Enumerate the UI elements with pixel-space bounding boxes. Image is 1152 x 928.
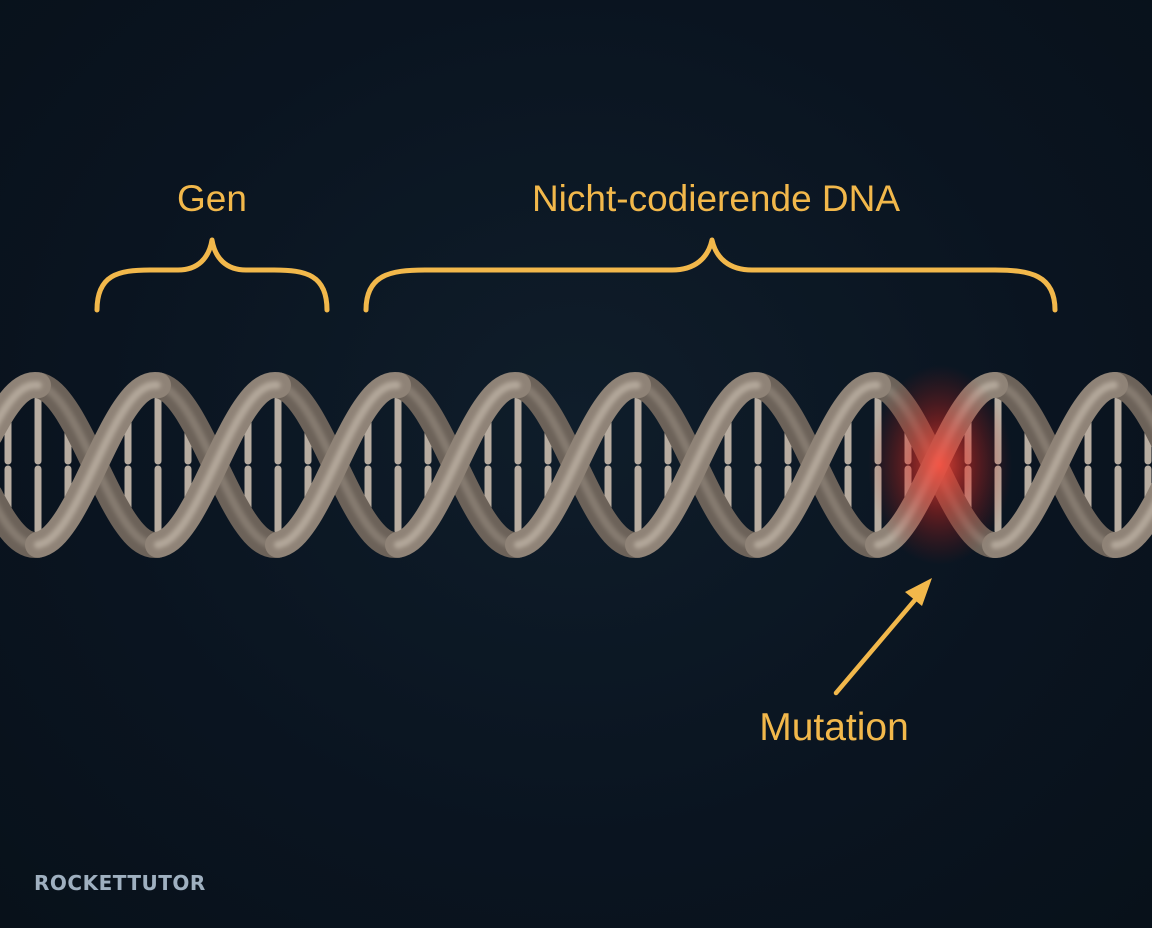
backbone-texture xyxy=(394,380,522,549)
backbone-texture xyxy=(1111,502,1152,549)
gene-label: Gen xyxy=(177,178,247,219)
mutation-arrow xyxy=(833,578,932,696)
backbone-texture xyxy=(274,380,402,549)
non-coding-dna-label: Nicht-codierende DNA xyxy=(531,178,901,219)
backbone-texture xyxy=(514,380,642,549)
backbone-texture xyxy=(991,381,1119,549)
backbone-texture xyxy=(34,380,162,549)
dna-double-helix xyxy=(0,365,1152,565)
rockettutor-logo: ROCKETTUTOR xyxy=(34,871,206,895)
backbone-texture xyxy=(154,380,282,549)
gene-bracket xyxy=(94,237,330,313)
mutation-glow xyxy=(868,365,1012,565)
non-coding-dna-bracket xyxy=(363,237,1058,313)
backbone-texture xyxy=(0,380,42,425)
backbone-texture xyxy=(634,380,762,549)
mutation-label: Mutation xyxy=(759,706,909,749)
backbone-texture xyxy=(754,380,882,549)
